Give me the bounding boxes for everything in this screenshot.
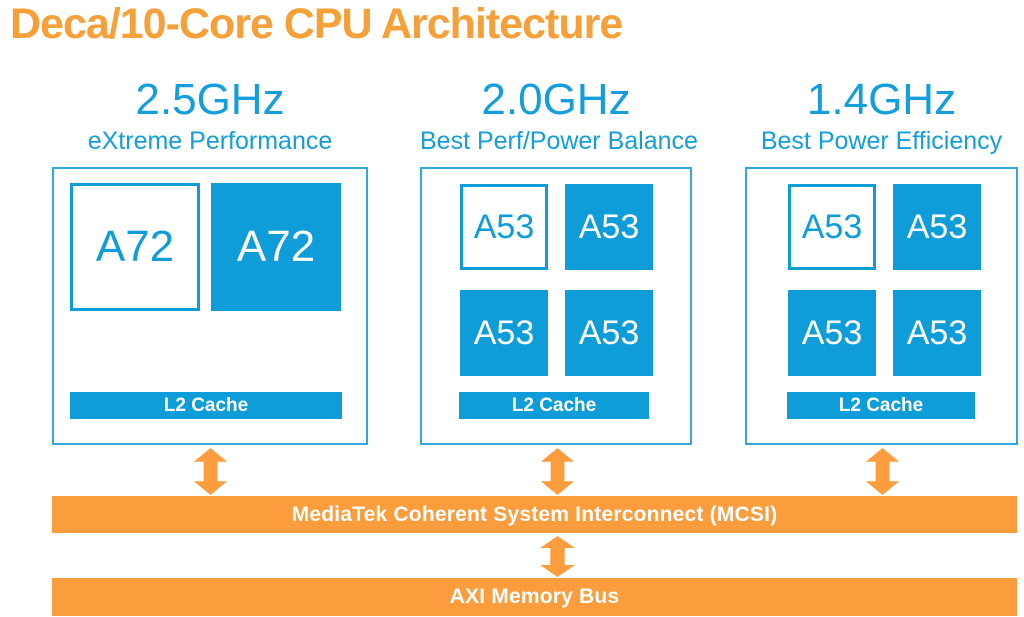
core-a72-filled: A72 (211, 183, 341, 311)
cluster1-subtitle: eXtreme Performance (87, 127, 333, 155)
cluster2-subtitle: Best Perf/Power Balance (420, 127, 698, 155)
cluster2-frequency: 2.0GHz (481, 75, 631, 124)
cluster3-subtitle: Best Power Efficiency (760, 127, 1003, 155)
core-a53-filled: A53 (893, 184, 981, 270)
cluster1-frequency: 2.5GHz (135, 75, 285, 124)
bidirectional-arrow-icon (540, 536, 575, 577)
core-a53-filled: A53 (788, 290, 876, 376)
arrow-shape (193, 448, 228, 495)
core-a53-filled: A53 (565, 290, 653, 376)
core-a53-filled: A53 (565, 184, 653, 270)
core-a53-filled: A53 (893, 290, 981, 376)
core-a53-filled: A53 (460, 290, 548, 376)
mcsi-bus-bar: MediaTek Coherent System Interconnect (M… (52, 496, 1017, 533)
bidirectional-arrow-icon (193, 448, 228, 495)
bidirectional-arrow-icon (540, 448, 575, 495)
cluster3-box: A53 A53 A53 A53 L2 Cache (745, 167, 1018, 445)
cluster1-box: A72 A72 L2 Cache (52, 167, 368, 445)
arrow-shape (540, 448, 575, 495)
cluster2-l2-cache: L2 Cache (459, 392, 649, 419)
core-a72-outlined: A72 (70, 183, 200, 311)
bidirectional-arrow-icon (865, 448, 900, 495)
arrow-shape (865, 448, 900, 495)
cluster3-l2-cache: L2 Cache (787, 392, 975, 419)
axi-memory-bus-bar: AXI Memory Bus (52, 578, 1017, 616)
cluster2-box: A53 A53 A53 A53 L2 Cache (420, 167, 692, 445)
cluster1-l2-cache: L2 Cache (70, 392, 342, 419)
page-title: Deca/10-Core CPU Architecture (10, 0, 623, 48)
cluster3-frequency: 1.4GHz (806, 75, 957, 124)
core-a53-outlined: A53 (460, 184, 548, 270)
core-a53-outlined: A53 (788, 184, 876, 270)
arrow-shape (540, 536, 575, 577)
